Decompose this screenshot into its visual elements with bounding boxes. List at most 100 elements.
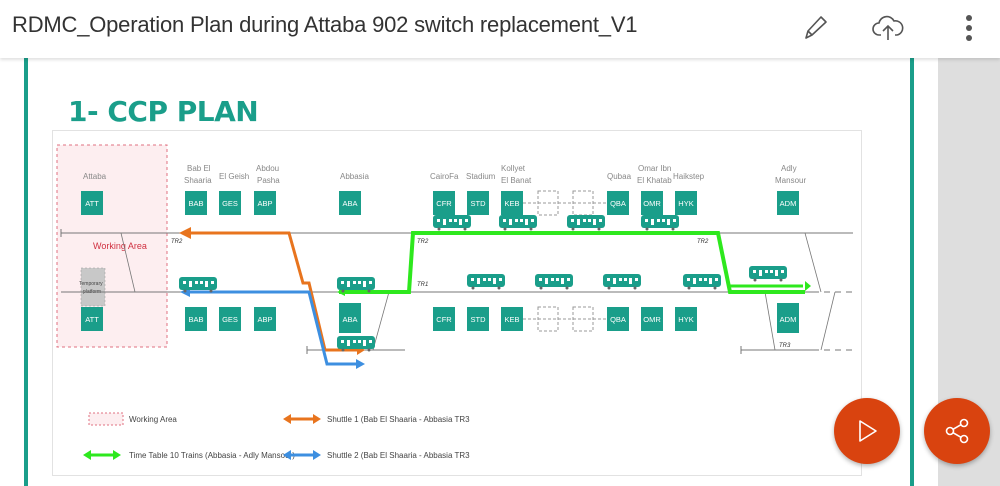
station-code-abp: ABP [257,199,272,208]
upload-button[interactable] [868,8,908,48]
station-code-att: ATT [85,199,99,208]
tr2-label-2: TR2 [417,239,429,245]
svg-text:Shaaria: Shaaria [184,176,212,185]
station-name-abbasia: Abbasia [340,172,369,181]
share-button[interactable] [924,398,990,464]
tr2-label-3: TR2 [697,239,709,245]
timetable-route [339,231,805,294]
train-icon [499,215,537,231]
station-box-att-bottom [81,307,103,331]
more-options-button[interactable] [949,8,989,48]
train-icon [179,277,217,293]
station-box-qba-top [607,191,629,215]
station-box-adm-bottom [777,303,799,333]
station-box-std-bottom [467,307,489,331]
play-icon [859,420,877,442]
station-box-cfr-top [433,191,455,215]
shuttle-2-route [187,290,359,366]
legend-working-area-swatch [88,412,124,426]
legend-working-area-label: Working Area [129,415,177,424]
station-box-cfr-bottom [433,307,455,331]
share-icon [945,418,969,444]
station-code-std: STD [471,315,487,324]
station-box-hyk-top [675,191,697,215]
station-name-abdou-pasha: Abdou [256,164,279,173]
station-box-adm-top [777,191,799,215]
slide-border-left [24,58,28,486]
station-code-keb: KEB [504,315,519,324]
temporary-platform-label: Temporary [79,281,103,287]
station-code-cfr: CFR [436,315,452,324]
station-box-omr-bottom [641,307,663,331]
station-name-qubaa: Qubaa [607,172,632,181]
station-box-ges-top [219,191,241,215]
station-code-qba: QBA [610,315,626,324]
train-icon [749,266,787,282]
slide-border-right [910,58,914,486]
station-name-el-geish: El Geish [219,172,249,181]
station-box-abp-top [254,191,276,215]
train-icon [467,274,505,290]
legend-shuttle-1-arrow [283,414,321,424]
edit-pencil-icon [805,16,827,39]
tr2-label: TR2 [171,239,183,245]
station-code-cfr: CFR [436,199,452,208]
legend-shuttle-2-label: Shuttle 2 (Bab El Shaaria - Abbasia TR3 [327,451,470,460]
station-name-haikstep: Haikstep [673,172,705,181]
station-code-qba: QBA [610,199,626,208]
station-code-hyk: HYK [678,315,693,324]
train-icon [433,215,471,231]
cloud-upload-icon [872,15,904,40]
station-box-bab-bottom [185,307,207,331]
temporary-platform [80,267,106,307]
svg-text:Mansour: Mansour [775,176,806,185]
station-box-qba-bottom [607,307,629,331]
station-code-std: STD [471,199,487,208]
station-name-kollyet-el-banat: Kollyet [501,164,526,173]
station-name-stadium: Stadium [466,172,496,181]
station-code-adm: ADM [780,315,797,324]
station-code-omr: OMR [643,315,661,324]
station-name-cairo-fair: CairoFa [430,172,459,181]
svg-text:El Banat: El Banat [501,176,532,185]
tr1-label: TR1 [417,282,428,288]
station-code-aba: ABA [342,315,357,324]
tr3-label: TR3 [779,343,791,349]
station-box-aba-bottom [339,303,361,333]
station-name-adly-mansour: Adly [781,164,797,173]
svg-text:Pasha: Pasha [257,176,280,185]
station-code-adm: ADM [780,199,797,208]
legend-shuttle-2-arrow [283,450,321,460]
station-box-omr-top [641,191,663,215]
document-title: RDMC_Operation Plan during Attaba 902 sw… [12,12,638,37]
station-box-aba-top [339,191,361,215]
train-icon [535,274,573,290]
station-box-std-top [467,191,489,215]
svg-text:El Khatab: El Khatab [637,176,672,185]
station-code-bab: BAB [188,199,203,208]
station-code-ges: GES [222,315,238,324]
station-box-keb-bottom [501,307,523,331]
shuttle-1-route [187,231,359,352]
track-diagram: Working Area Temporary platform TR2 TR2 … [56,144,853,460]
working-area-box [56,144,168,348]
station-box-bab-top [185,191,207,215]
ccp-plan-diagram: Working Area Temporary platform TR2 TR2 … [52,130,862,476]
station-code-aba: ABA [342,199,357,208]
station-code-abp: ABP [257,315,272,324]
station-code-omr: OMR [643,199,661,208]
station-name-attaba: Attaba [83,172,107,181]
legend-shuttle-1-label: Shuttle 1 (Bab El Shaaria - Abbasia TR3 [327,415,470,424]
station-box-att-top [81,191,103,215]
working-area-label: Working Area [93,241,147,251]
station-code-bab: BAB [188,315,203,324]
station-name-omar-ibn-el-khatab: Omar Ibn [638,164,671,173]
slide-title: 1- CCP PLAN [68,95,259,128]
station-code-ges: GES [222,199,238,208]
train-icon [641,215,679,231]
legend-timetable-arrow [83,450,121,460]
train-icon [683,274,721,290]
legend-timetable-label: Time Table 10 Trains (Abbasia - Adly Man… [129,451,295,460]
edit-button[interactable] [795,8,835,48]
present-button[interactable] [834,398,900,464]
